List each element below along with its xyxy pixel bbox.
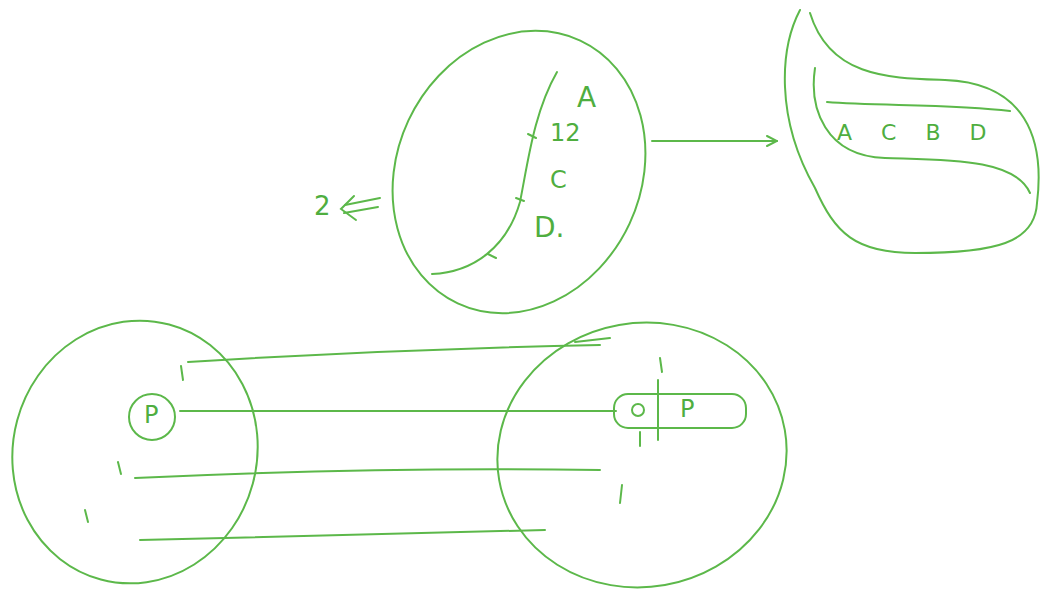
callout-number: 2 bbox=[314, 192, 331, 222]
right-blob bbox=[476, 300, 807, 597]
arrow-connector bbox=[652, 140, 777, 142]
tick-mark bbox=[620, 485, 622, 503]
point-letter: P bbox=[680, 396, 694, 424]
tick-mark bbox=[181, 366, 183, 380]
rounded-bar: P bbox=[614, 394, 746, 428]
link-line bbox=[180, 410, 616, 412]
tick-mark bbox=[118, 462, 121, 474]
point-letter: P bbox=[144, 402, 158, 430]
banana-shape: A C B D bbox=[775, 8, 1043, 260]
sketch-arrow bbox=[344, 207, 378, 213]
circle-node: P bbox=[126, 392, 178, 442]
disk-shape: A 12C D. bbox=[388, 22, 650, 322]
left-blob bbox=[0, 293, 287, 597]
disk-shape-outline bbox=[388, 22, 650, 322]
link-line bbox=[140, 530, 545, 540]
tick-mark bbox=[639, 432, 641, 446]
callout-number: 12 bbox=[550, 120, 581, 148]
sequence-letters: A C B D bbox=[837, 120, 986, 145]
point-letter: D. bbox=[534, 212, 564, 244]
point-letter: C bbox=[550, 167, 567, 195]
sketch-arrow-head bbox=[341, 196, 356, 220]
link-line bbox=[188, 345, 600, 362]
tick-mark bbox=[660, 358, 662, 372]
link-line bbox=[135, 469, 600, 478]
tick-mark bbox=[85, 510, 88, 522]
point-letter: A bbox=[577, 82, 596, 114]
link-line-stub bbox=[575, 338, 610, 342]
